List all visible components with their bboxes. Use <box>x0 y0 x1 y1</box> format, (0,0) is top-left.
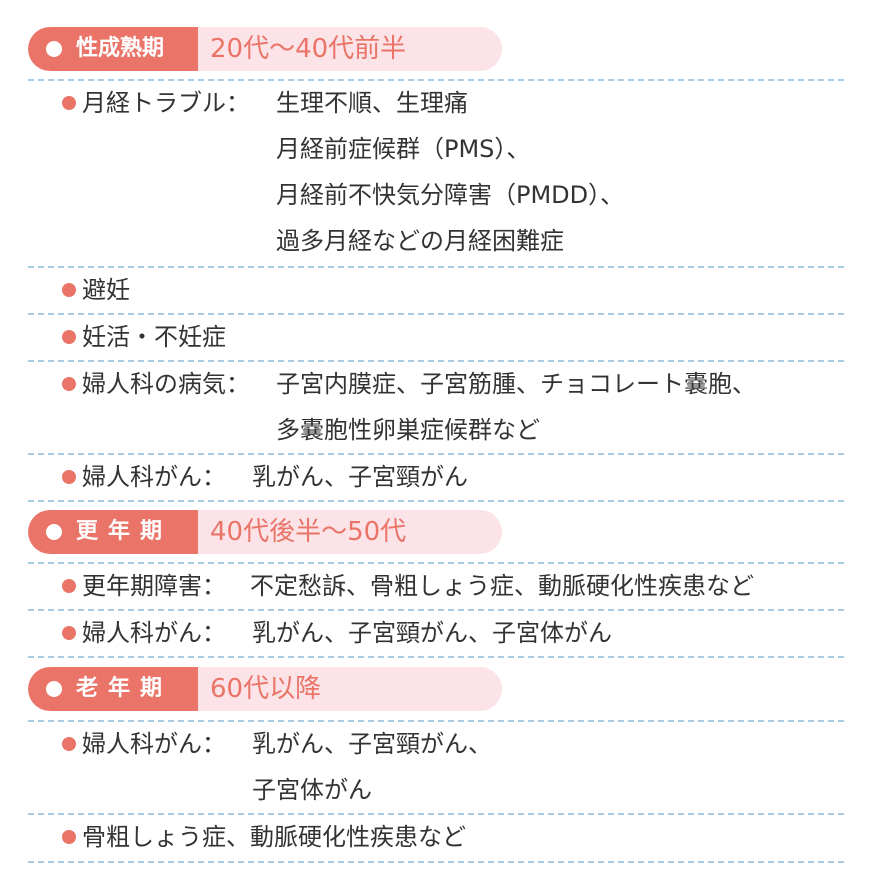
bullet-icon <box>62 579 76 593</box>
dashed-divider <box>28 500 844 502</box>
list-item: 骨粗しょう症、動脈硬化性疾患など <box>60 814 844 860</box>
section-label-box: 老年期 <box>28 667 198 711</box>
section-label: 老年期 <box>76 676 173 701</box>
list-item: 婦人科がん： 乳がん、子宮頸がん <box>60 454 844 500</box>
item-detail-line: 月経前症候群（PMS）、 <box>276 135 531 163</box>
item-term: 妊活・不妊症 <box>82 323 226 351</box>
item-detail-line: 多嚢胞性卵巣症候群など <box>276 416 540 444</box>
item-detail-line: 子宮体がん <box>252 776 372 804</box>
item-term: 避妊 <box>82 276 130 304</box>
section-label: 性成熟期 <box>76 36 165 61</box>
section-label: 更年期 <box>76 519 173 544</box>
item-term: 更年期障害： <box>82 572 226 600</box>
dashed-divider <box>28 360 844 362</box>
dashed-divider <box>28 453 844 455</box>
dashed-divider <box>28 609 844 611</box>
item-term: 月経トラブル： <box>82 89 250 117</box>
list-item: 妊活・不妊症 <box>60 314 844 360</box>
bullet-icon <box>62 96 76 110</box>
list-item: 避妊 <box>60 267 844 313</box>
bullet-icon <box>62 330 76 344</box>
dashed-divider <box>28 720 844 722</box>
list-item: 更年期障害： 不定愁訴、骨粗しょう症、動脈硬化性疾患など <box>60 563 844 609</box>
white-dot-icon <box>46 41 62 57</box>
list-item: 婦人科がん： 乳がん、子宮頸がん、 子宮体がん <box>60 721 844 813</box>
list-item: 婦人科の病気： 子宮内膜症、子宮筋腫、チョコレート嚢胞、 多嚢胞性卵巣症候群など <box>60 361 844 453</box>
item-detail-line: 乳がん、子宮頸がん、 <box>252 730 492 758</box>
dashed-divider <box>28 79 844 81</box>
section-age-range: 60代以降 <box>210 674 322 704</box>
item-term: 婦人科がん： <box>82 619 226 647</box>
item-detail-line: 乳がん、子宮頸がん <box>252 463 468 491</box>
item-detail-line: 生理不順、生理痛 <box>276 89 468 117</box>
white-dot-icon <box>46 681 62 697</box>
item-detail-line: 子宮内膜症、子宮筋腫、チョコレート嚢胞、 <box>276 370 756 398</box>
section-age-range: 20代〜40代前半 <box>210 34 407 64</box>
dashed-divider <box>28 656 844 658</box>
item-term: 婦人科の病気： <box>82 370 250 398</box>
bullet-icon <box>62 737 76 751</box>
item-detail-line: 乳がん、子宮頸がん、子宮体がん <box>252 619 612 647</box>
item-detail-line: 過多月経などの月経困難症 <box>276 227 564 255</box>
section-age-range: 40代後半〜50代 <box>210 517 407 547</box>
list-item: 婦人科がん： 乳がん、子宮頸がん、子宮体がん <box>60 610 844 656</box>
bullet-icon <box>62 377 76 391</box>
dashed-divider <box>28 266 844 268</box>
section-header: 性成熟期 20代〜40代前半 <box>28 27 502 71</box>
bullet-icon <box>62 626 76 640</box>
item-term: 婦人科がん： <box>82 730 226 758</box>
item-term: 婦人科がん： <box>82 463 226 491</box>
item-term: 骨粗しょう症、動脈硬化性疾患など <box>82 823 466 851</box>
bullet-icon <box>62 470 76 484</box>
bullet-icon <box>62 283 76 297</box>
bullet-icon <box>62 830 76 844</box>
dashed-divider <box>28 813 844 815</box>
dashed-divider <box>28 562 844 564</box>
item-detail-line: 月経前不快気分障害（PMDD）、 <box>276 181 625 209</box>
section-label-box: 更年期 <box>28 510 198 554</box>
section-header: 老年期 60代以降 <box>28 667 502 711</box>
dashed-divider <box>28 861 844 863</box>
section-header: 更年期 40代後半〜50代 <box>28 510 502 554</box>
item-detail-line: 不定愁訴、骨粗しょう症、動脈硬化性疾患など <box>250 572 754 600</box>
white-dot-icon <box>46 524 62 540</box>
section-label-box: 性成熟期 <box>28 27 198 71</box>
dashed-divider <box>28 313 844 315</box>
list-item: 月経トラブル： 生理不順、生理痛 月経前症候群（PMS）、 月経前不快気分障害（… <box>60 80 844 266</box>
